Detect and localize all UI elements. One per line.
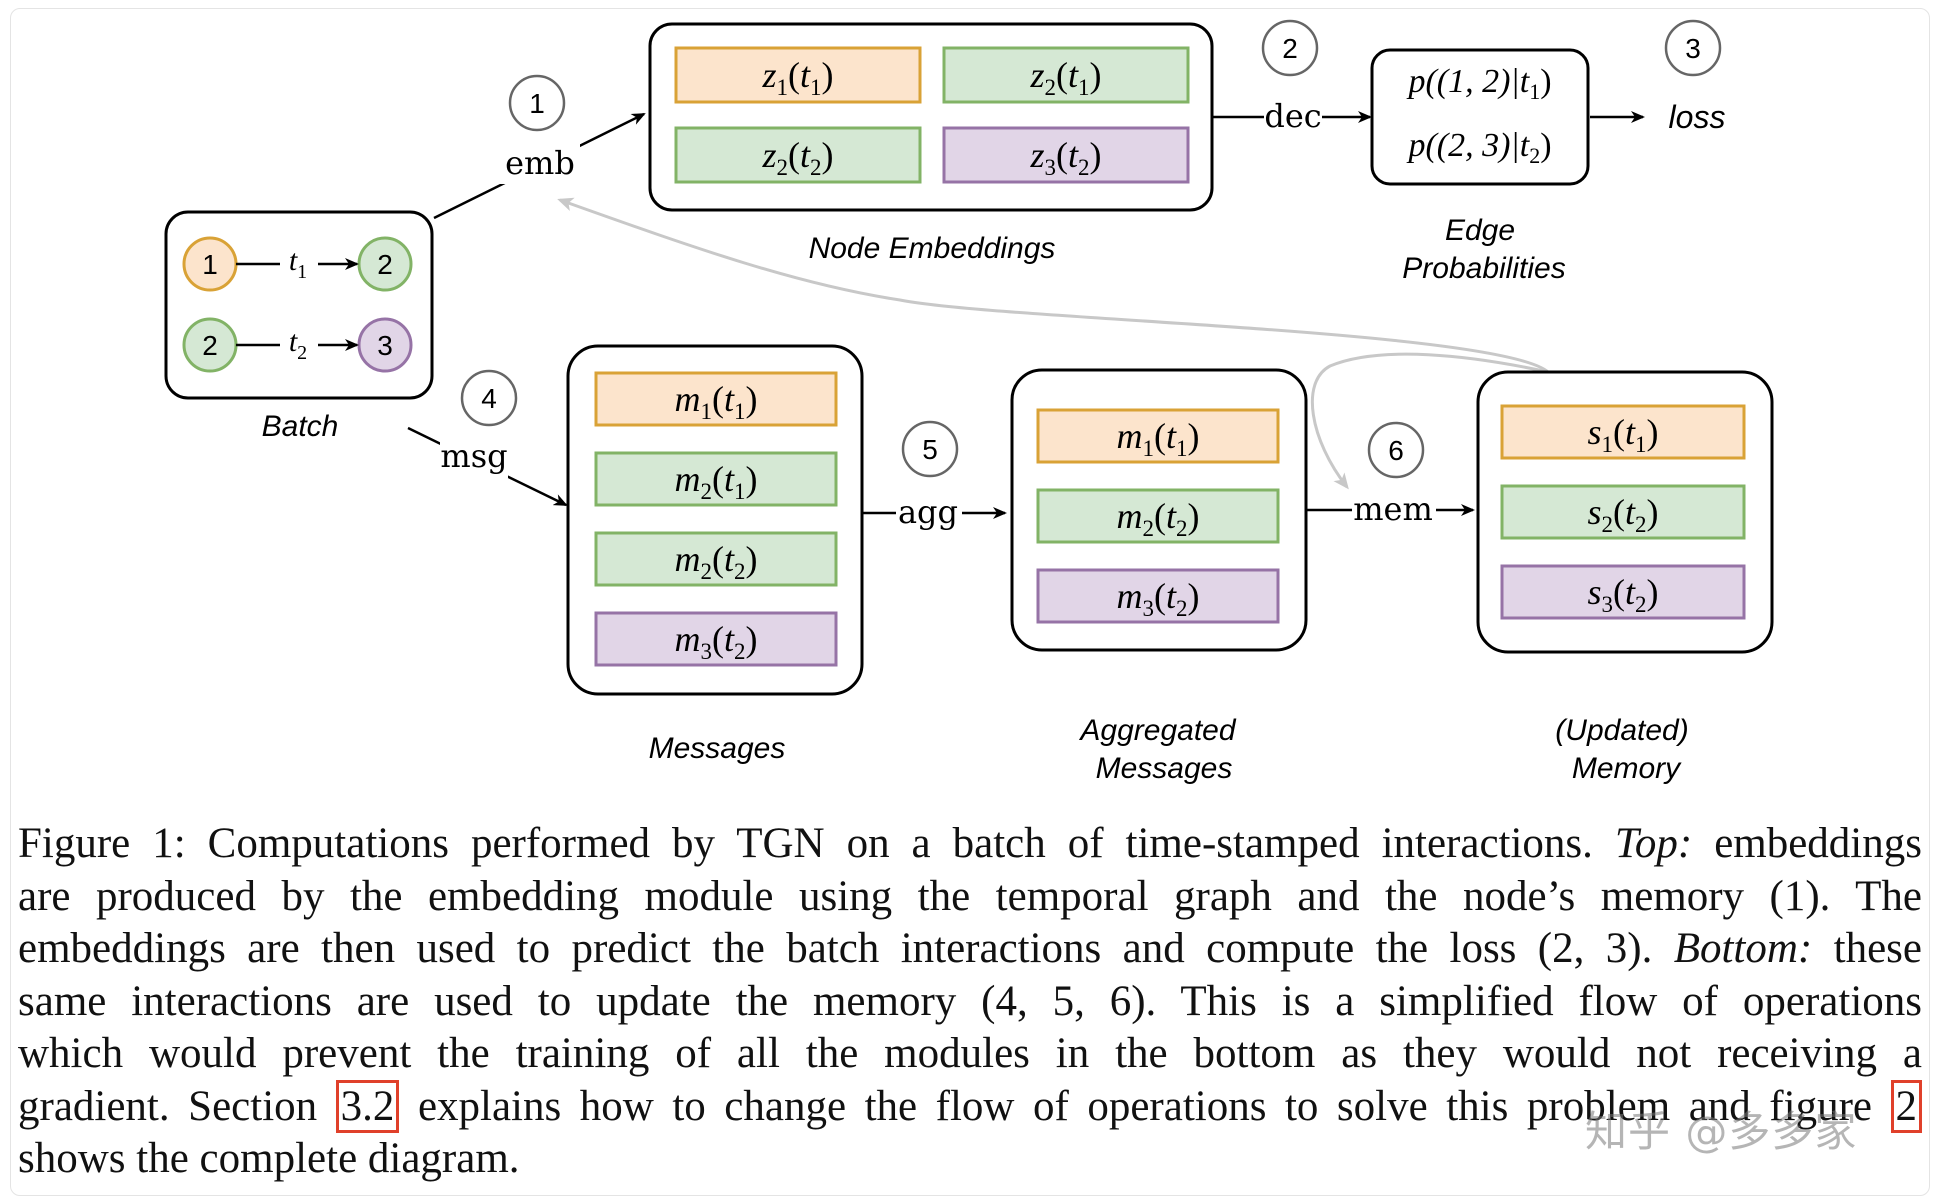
batch-node-3 [357, 317, 413, 373]
message-4-label: m3(t2) [674, 619, 757, 664]
step-6-label: 6 [1388, 435, 1404, 466]
loss-label: loss [1669, 99, 1726, 135]
caption-line-6: gradient. Section 3.2 explains how to ch… [18, 1079, 1922, 1134]
message-2-cell [594, 451, 838, 507]
batch-caption: Batch [262, 410, 339, 443]
message-4-cell [594, 611, 838, 667]
embedding-2-label: z2(t1) [1029, 55, 1101, 100]
message-3-label: m2(t2) [674, 539, 757, 584]
aggregated-3-cell [1036, 568, 1280, 624]
memory-3-cell [1500, 564, 1746, 620]
node-embeddings-cells: z1(t1) z2(t1) z2(t2) z3(t2) [674, 46, 1190, 184]
step-2-circle [1261, 19, 1319, 77]
memory-3-label: s3(t2) [1587, 572, 1658, 617]
edge-prob-row-2: p((2, 3)|t2) [1406, 127, 1551, 168]
agg-label: agg [898, 493, 958, 531]
tgn-diagram: 1 2 2 3 t1 t2 Batch emb 1 z1(t1) z2(t1) z2… [164, 19, 1774, 785]
step-3-label: 3 [1685, 33, 1701, 64]
embedding-3-label: z2(t2) [761, 135, 833, 180]
msg-label: msg [440, 437, 507, 475]
aggregated-3-label: m3(t2) [1116, 576, 1199, 621]
batch-node-2b-label: 2 [202, 330, 218, 361]
emb-label: emb [505, 144, 575, 182]
batch-node-1-label: 1 [202, 249, 218, 280]
aggregated-1-cell [1036, 408, 1280, 464]
section-ref-link[interactable]: 3.2 [335, 1079, 400, 1133]
embedding-4-label: z3(t2) [1029, 135, 1101, 180]
messages-box [566, 344, 864, 696]
step-2-label: 2 [1282, 33, 1298, 64]
step-5-label: 5 [922, 434, 938, 465]
message-1-label: m1(t1) [674, 379, 757, 424]
caption-line-4: same interactions are used to update the… [18, 977, 1922, 1025]
memory-2-cell [1500, 484, 1746, 540]
caption-line-5: which would prevent the training of all … [18, 1030, 1922, 1077]
memory-2-label: s2(t2) [1587, 492, 1658, 537]
memory-1-label: s1(t1) [1587, 412, 1658, 457]
messages-caption: Messages [649, 732, 786, 765]
memory-cells: s1(t1) s2(t2) s3(t2) [1500, 404, 1746, 620]
node-embeddings-caption: Node Embeddings [809, 232, 1056, 265]
message-1-cell [594, 371, 838, 427]
batch-node-3-label: 3 [377, 330, 393, 361]
dec-label: dec [1264, 97, 1321, 135]
batch-edge-1-time: t1 [289, 244, 307, 283]
embedding-2-cell [942, 46, 1190, 104]
embedding-4-cell [942, 126, 1190, 184]
step-4-circle [460, 369, 518, 427]
aggregated-2-label: m2(t2) [1116, 496, 1199, 541]
batch-node-2a-label: 2 [377, 249, 393, 280]
memory-1-cell [1500, 404, 1746, 460]
step-1-circle [508, 74, 566, 132]
batch-node-2a [357, 236, 413, 292]
edge-prob-caption-1: Edge [1445, 214, 1515, 247]
step-4-label: 4 [481, 383, 497, 414]
batch-edge-2-time: t2 [289, 325, 307, 364]
figure-caption: Figure 1: Computations performed by TGN … [18, 818, 1922, 1186]
message-2-label: m2(t1) [674, 459, 757, 504]
step-6-circle [1367, 421, 1425, 479]
messages-cells: m1(t1) m2(t1) m2(t2) m3(t2) [594, 371, 838, 667]
caption-line-7: shows the complete diagram. [18, 1135, 520, 1182]
edge-probabilities-box [1370, 48, 1590, 186]
embedding-1-cell [674, 46, 922, 104]
caption-line-3: embeddings are then used to predict the … [18, 925, 1923, 972]
memory-caption-1: (Updated) [1555, 714, 1688, 747]
step-3-circle [1664, 19, 1722, 77]
step-5-circle [901, 420, 959, 478]
caption-line-2: are produced by the embedding module usi… [18, 872, 1922, 920]
embedding-1-label: z1(t1) [761, 55, 833, 100]
memory-to-mem-step-arrow [1310, 352, 1549, 490]
figure-ref-link[interactable]: 2 [1890, 1079, 1922, 1133]
aggregated-caption-1: Aggregated [1078, 714, 1236, 747]
aggregated-cells: m1(t1) m2(t2) m3(t2) [1036, 408, 1280, 624]
aggregated-2-cell [1036, 488, 1280, 544]
caption-line-1: Figure 1: Computations performed by TGN … [18, 820, 1922, 867]
watermark: 知乎 @多多家 [1585, 1107, 1858, 1156]
aggregated-1-label: m1(t1) [1116, 416, 1199, 461]
memory-caption-2: Memory [1572, 752, 1682, 785]
message-3-cell [594, 531, 838, 587]
edge-prob-row-1: p((1, 2)|t1) [1406, 63, 1551, 104]
step-1-label: 1 [529, 88, 545, 119]
mem-label: mem [1353, 490, 1433, 528]
embedding-3-cell [674, 126, 922, 184]
memory-to-embedding-arrow [557, 197, 1549, 374]
aggregated-caption-2: Messages [1096, 752, 1233, 785]
diagram-canvas: 1 2 2 3 t1 t2 Batch emb 1 z1(t1) z2(t1) z2… [164, 19, 1774, 785]
edge-prob-caption-2: Probabilities [1402, 252, 1565, 285]
